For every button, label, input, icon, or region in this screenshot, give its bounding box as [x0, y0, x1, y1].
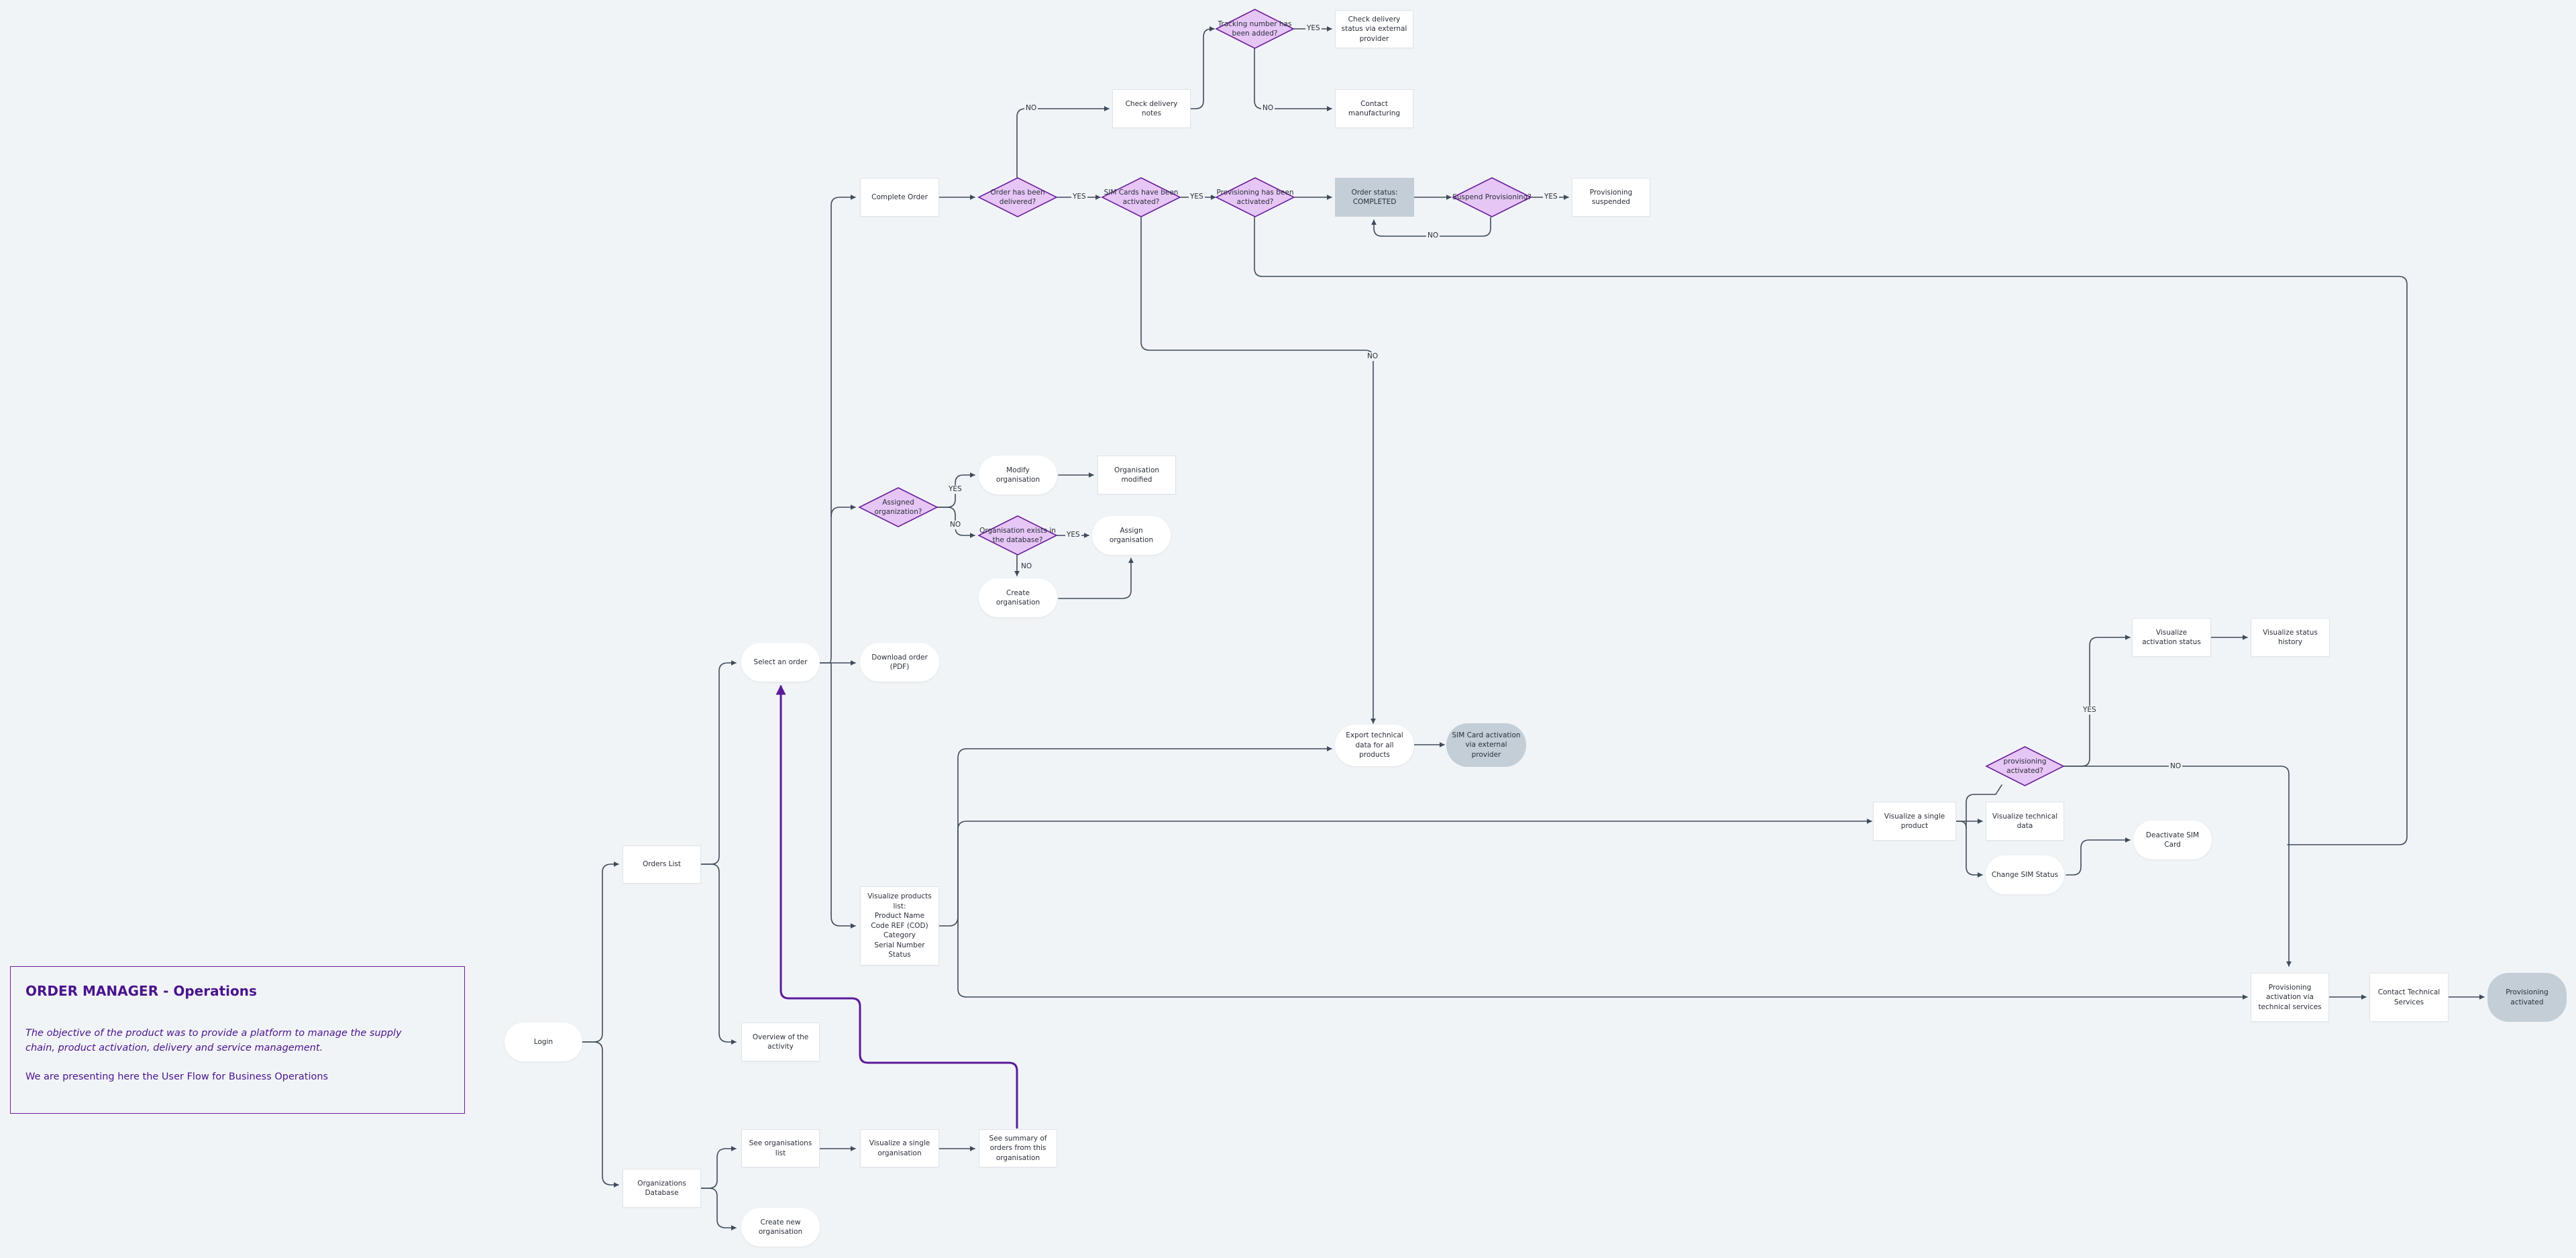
decision-sim-activated: SIM Cards have been activated?	[1101, 177, 1181, 217]
decision-provisioning-has-been-activated-label: Provisioning has been activated?	[1216, 189, 1294, 206]
label-tracking-yes: YES	[1305, 24, 1322, 33]
edge-products-prov	[957, 925, 2248, 1000]
decision-sim-activated-label: SIM Cards have been activated?	[1104, 189, 1179, 206]
node-see-org-list[interactable]: See organisations list	[741, 1129, 820, 1167]
edge-select-complete	[819, 195, 856, 664]
decision-tracking-number: Tracking number has been added?	[1215, 9, 1295, 49]
edge-orgdb-create	[700, 1188, 737, 1230]
label-assigned-yes: YES	[947, 485, 963, 494]
node-export-technical[interactable]: Export technical data for all products	[1335, 725, 1414, 766]
node-order-completed[interactable]: Order status: COMPLETED	[1335, 178, 1414, 217]
decision-provisioning-activated: provisioning activated?	[1985, 746, 2065, 786]
edge-single-provq	[1966, 784, 2002, 829]
node-provisioning-suspended[interactable]: Provisioning suspended	[1572, 178, 1650, 217]
edge-prov-no	[1254, 217, 2408, 845]
node-visualize-activation[interactable]: Visualize activation status	[2132, 618, 2211, 657]
decision-provisioning-has-been-activated: Provisioning has been activated?	[1215, 177, 1295, 217]
label-tracking-no: NO	[1261, 104, 1275, 113]
decision-tracking-number-label: Tracking number has been added?	[1218, 20, 1292, 38]
node-org-modified[interactable]: Organisation modified	[1097, 456, 1176, 494]
edge-products-export	[938, 746, 1332, 927]
node-visualize-products[interactable]: Visualize products list: Product Name Co…	[860, 886, 939, 965]
edge-products-single	[957, 819, 1872, 927]
decision-org-exists: Organisation exists in the database?	[977, 515, 1058, 556]
label-provq-no: NO	[2169, 762, 2183, 771]
edge-login-orders	[582, 861, 619, 1043]
edge-login-orgdb	[582, 1041, 619, 1188]
node-deactivate-sim[interactable]: Deactivate SIM Card	[2133, 821, 2212, 859]
label-suspend-no: NO	[1426, 231, 1440, 240]
node-contact-manufacturing[interactable]: Contact manufacturing	[1335, 89, 1413, 128]
node-visualize-history[interactable]: Visualize status history	[2251, 618, 2330, 657]
info-title: ORDER MANAGER - Operations	[25, 983, 257, 999]
label-sim-yes: YES	[1189, 193, 1205, 201]
node-check-delivery-notes[interactable]: Check delivery notes	[1112, 89, 1191, 128]
decision-order-delivered-label: Order has been delivered?	[990, 189, 1045, 206]
label-delivered-no: NO	[1024, 104, 1038, 113]
label-exists-no: NO	[1020, 562, 1034, 571]
node-provisioning-activated[interactable]: Provisioning activated	[2487, 973, 2567, 1022]
node-overview[interactable]: Overview of the activity	[741, 1023, 820, 1061]
label-delivered-yes: YES	[1071, 193, 1087, 201]
node-change-sim-status[interactable]: Change SIM Status	[1986, 855, 2064, 894]
node-check-delivery-status[interactable]: Check delivery status via external provi…	[1335, 10, 1413, 48]
node-visualize-single-product[interactable]: Visualize a single product	[1873, 802, 1956, 841]
node-see-summary[interactable]: See summary of orders from this organisa…	[979, 1129, 1057, 1167]
node-create-new-org[interactable]: Create new organisation	[741, 1208, 820, 1247]
label-suspend-yes: YES	[1543, 193, 1559, 201]
node-select-order[interactable]: Select an order	[741, 643, 820, 682]
edge-notes-tracking	[1190, 26, 1215, 109]
info-description: The objective of the product was to prov…	[25, 1028, 402, 1053]
node-visualize-technical[interactable]: Visualize technical data	[1986, 802, 2064, 841]
node-create-org[interactable]: Create organisation	[979, 578, 1057, 617]
info-note: We are presenting here the User Flow for…	[25, 1071, 329, 1082]
decision-assigned-org: Assigned organization?	[858, 487, 938, 527]
info-panel: ORDER MANAGER - Operations The objective…	[10, 966, 465, 1114]
decision-provisioning-activated-label: provisioning activated?	[2003, 757, 2047, 775]
edge-single-change	[1955, 821, 1983, 878]
node-complete-order[interactable]: Complete Order	[860, 178, 939, 217]
node-org-database[interactable]: Organizations Database	[623, 1169, 701, 1208]
edge-select-products	[830, 662, 856, 929]
edge-delivered-no	[1016, 106, 1110, 178]
label-sim-no: NO	[1366, 352, 1380, 361]
node-download-order[interactable]: Download order (PDF)	[860, 643, 939, 682]
node-assign-org[interactable]: Assign organisation	[1092, 516, 1171, 555]
edge-select-assigned	[830, 505, 856, 517]
decision-org-exists-label: Organisation exists in the database?	[979, 527, 1056, 544]
node-visualize-single-org[interactable]: Visualize a single organisation	[860, 1129, 939, 1167]
edge-summary-select-highlight	[775, 684, 1018, 1129]
node-provisioning-tech[interactable]: Provisioning activation via technical se…	[2251, 973, 2329, 1022]
edge-orders-select	[700, 660, 737, 865]
decision-order-delivered: Order has been delivered?	[977, 177, 1058, 217]
edge-provq-yes	[2061, 635, 2131, 767]
label-assigned-no: NO	[949, 521, 963, 529]
decision-suspend-provisioning-label: Suspend Provisioning?	[1452, 193, 1532, 201]
node-orders-list[interactable]: Orders List	[623, 845, 701, 884]
edge-orders-overview	[700, 863, 737, 1045]
edge-orgdb-list	[700, 1146, 737, 1189]
decision-assigned-org-label: Assigned organization?	[874, 499, 922, 516]
label-provq-yes: YES	[2082, 706, 2098, 715]
node-contact-tech[interactable]: Contact Technical Services	[2369, 973, 2449, 1022]
label-exists-yes: YES	[1065, 531, 1081, 539]
edge-provq-no	[2061, 766, 2292, 967]
edge-tracking-no	[1254, 48, 1332, 111]
node-login[interactable]: Login	[504, 1023, 582, 1061]
edge-change-deactivate	[2065, 837, 2131, 876]
node-modify-org[interactable]: Modify organisation	[979, 456, 1057, 494]
decision-suspend-provisioning: Suspend Provisioning?	[1452, 177, 1532, 217]
node-sim-activation-ext[interactable]: SIM Card activation via external provide…	[1446, 723, 1526, 767]
edge-create-assign	[1058, 558, 1134, 599]
